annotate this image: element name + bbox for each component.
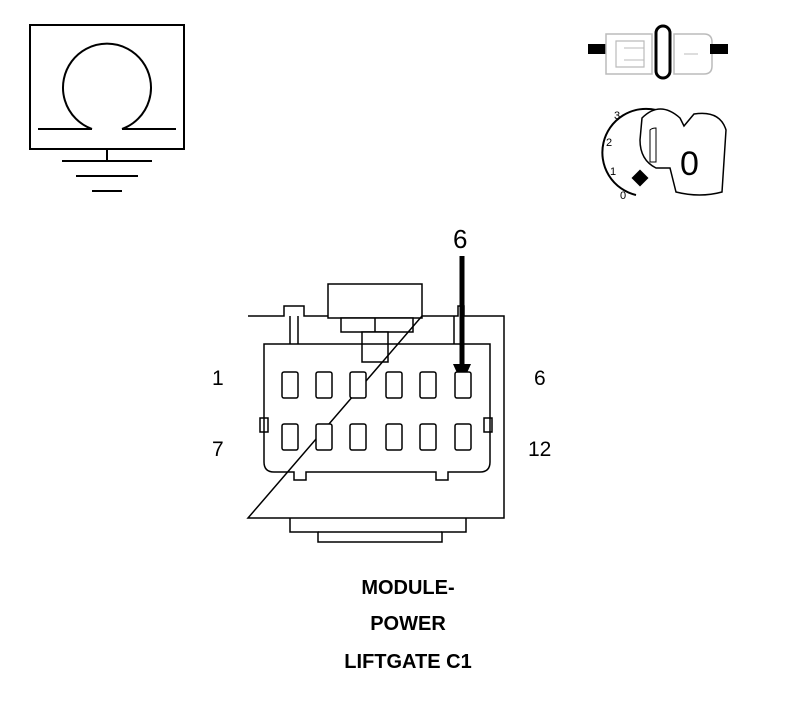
pin-row-bottom (281, 423, 472, 451)
key-position-3: 3 (614, 110, 620, 122)
key-position-1: 1 (610, 166, 616, 178)
connector-body (246, 283, 505, 543)
pin-label-top-right: 6 (534, 367, 546, 390)
pin-2 (315, 371, 333, 399)
pin-row-top (281, 371, 472, 399)
pin-10 (385, 423, 403, 451)
caption-line-1: MODULE- (361, 577, 455, 599)
pin-label-bottom-left: 7 (212, 438, 224, 461)
connector-disconnected-icon (588, 24, 728, 80)
caption-line-2: POWER (370, 613, 446, 635)
ignition-key-icon: 3 2 1 0 0 (601, 107, 727, 202)
pin-3 (349, 371, 367, 399)
pin-4 (385, 371, 403, 399)
pin-7 (281, 423, 299, 451)
pin-12 (454, 423, 472, 451)
key-position-2: 2 (606, 137, 612, 149)
pin-8 (315, 423, 333, 451)
pin-11 (419, 423, 437, 451)
pin-5 (419, 371, 437, 399)
pin-1 (281, 371, 299, 399)
caption-line-3: LIFTGATE C1 (344, 651, 472, 673)
ohmmeter-ground-icon (29, 24, 185, 192)
key-label: 0 (680, 145, 699, 183)
pin-label-bottom-right: 12 (528, 438, 551, 461)
pin-6 (454, 371, 472, 399)
callout-pin-number: 6 (453, 224, 467, 254)
pin-9 (349, 423, 367, 451)
pin-label-top-left: 1 (212, 367, 224, 390)
key-position-0: 0 (620, 190, 626, 202)
callout-arrow (453, 256, 471, 384)
